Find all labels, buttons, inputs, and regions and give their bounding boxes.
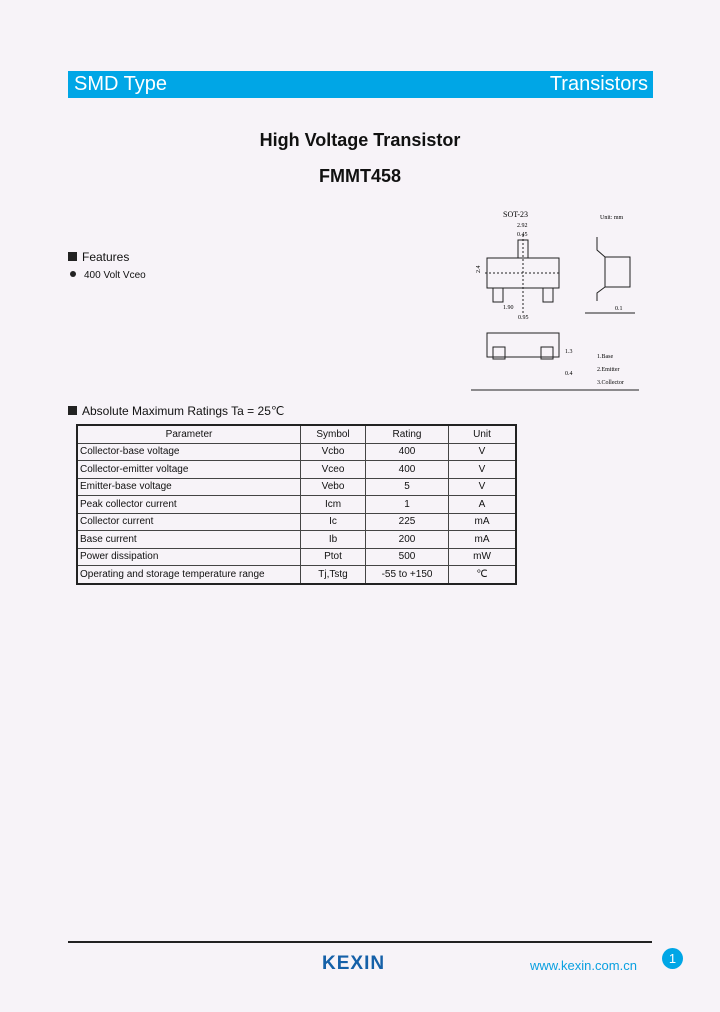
pin-label: 1.Base: [597, 354, 614, 360]
unit-cell: V: [448, 442, 517, 461]
dim-label: 0.45: [517, 232, 528, 238]
table-header-row: Parameter Symbol Rating Unit: [76, 424, 517, 444]
features-heading: Features: [68, 250, 129, 264]
parameter-cell: Collector-base voltage: [76, 442, 301, 461]
header-right: Transistors: [549, 73, 648, 95]
kexin-logo: KEXIN: [322, 953, 386, 974]
dim-label: 1.90: [503, 305, 514, 311]
doc-title: High Voltage Transistor: [259, 130, 461, 150]
rating-cell: 1: [365, 495, 449, 514]
parameter-cell: Operating and storage temperature range: [76, 565, 301, 584]
part-number: FMMT458: [318, 166, 401, 186]
symbol-cell: Ptot: [300, 547, 366, 566]
unit-cell: V: [448, 460, 517, 479]
rating-cell: 400: [365, 442, 449, 461]
unit-cell: V: [448, 477, 517, 496]
rating-cell: 5: [365, 477, 449, 496]
parameter-cell: Collector-emitter voltage: [76, 460, 301, 479]
pin-label: 2.Emitter: [597, 367, 620, 373]
dim-label: 0.4: [565, 371, 573, 377]
col-header: Unit: [448, 424, 517, 444]
rating-cell: 500: [365, 547, 449, 566]
parameter-cell: Collector current: [76, 512, 301, 531]
symbol-cell: Vebo: [300, 477, 366, 496]
ratings-table: Parameter Symbol Rating Unit Collector-b…: [76, 424, 517, 585]
pin-label: 3.Collector: [597, 380, 624, 386]
col-header: Rating: [365, 424, 449, 444]
page-number: 1: [662, 948, 683, 969]
rating-cell: 225: [365, 512, 449, 531]
website-link[interactable]: www.kexin.com.cn: [530, 958, 637, 973]
package-name: SOT-23: [503, 210, 528, 219]
unit-label: Unit: mm: [600, 215, 624, 221]
unit-cell: mA: [448, 512, 517, 531]
parameter-cell: Emitter-base voltage: [76, 477, 301, 496]
unit-cell: ℃: [448, 565, 517, 584]
unit-cell: mA: [448, 530, 517, 549]
ratings-heading: Absolute Maximum Ratings Ta = 25℃: [68, 404, 284, 418]
dim-label: 2.4: [476, 266, 482, 274]
bullet-square-icon: [68, 252, 77, 261]
unit-cell: mW: [448, 547, 517, 566]
dim-label: 2.92: [517, 223, 528, 229]
dim-label: 1.3: [565, 349, 573, 355]
dim-label: 0.95: [518, 315, 529, 321]
header-bar: SMD Type Transistors: [68, 71, 653, 98]
parameter-cell: Base current: [76, 530, 301, 549]
rating-cell: 400: [365, 460, 449, 479]
parameter-cell: Peak collector current: [76, 495, 301, 514]
unit-cell: A: [448, 495, 517, 514]
footer-divider: [68, 941, 652, 943]
symbol-cell: Tj,Tstg: [300, 565, 366, 584]
parameter-cell: Power dissipation: [76, 547, 301, 566]
symbol-cell: Vcbo: [300, 442, 366, 461]
col-header: Parameter: [76, 424, 301, 444]
bullet-dot-icon: [70, 271, 76, 277]
symbol-cell: Vceo: [300, 460, 366, 479]
symbol-cell: Ib: [300, 530, 366, 549]
package-diagram: SOT-23 Unit: mm 2.92 0.45 2.4 1.90 0.95 …: [471, 210, 639, 391]
dim-label: 0.1: [615, 306, 623, 312]
rating-cell: -55 to +150: [365, 565, 449, 584]
symbol-cell: Icm: [300, 495, 366, 514]
symbol-cell: Ic: [300, 512, 366, 531]
bullet-square-icon: [68, 406, 77, 415]
col-header: Symbol: [300, 424, 366, 444]
rating-cell: 200: [365, 530, 449, 549]
feature-item: 400 Volt Vceo: [70, 270, 146, 281]
header-left: SMD Type: [74, 73, 167, 95]
